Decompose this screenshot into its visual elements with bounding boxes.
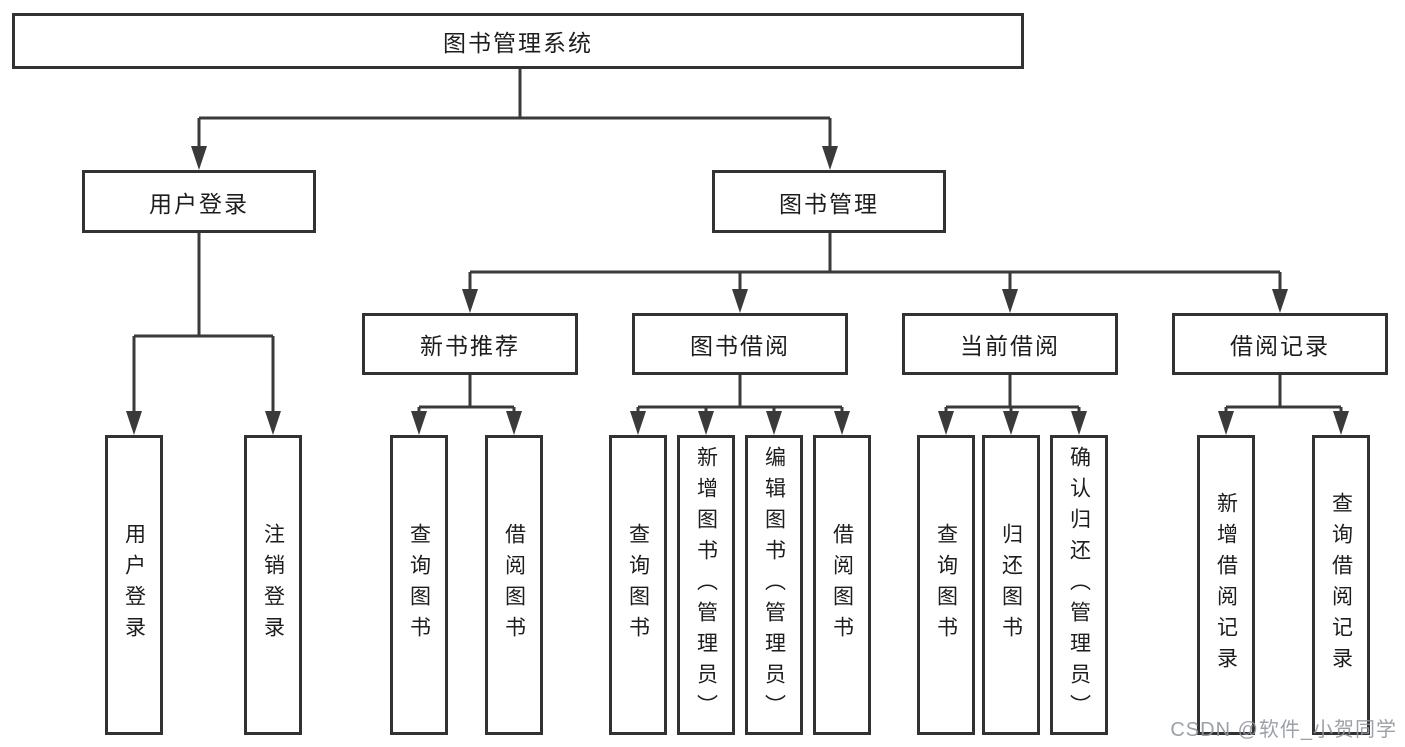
leaf-confirm-return-admin-label: 确认归还（管理员） [1067, 445, 1091, 725]
leaf-add-borrow-record-label: 新增借阅记录 [1214, 492, 1238, 678]
leaf-return-book: 归还图书 [982, 435, 1040, 735]
leaf-add-borrow-record: 新增借阅记录 [1197, 435, 1255, 735]
connector-user-login-to-leaves [126, 233, 281, 435]
leaf-edit-book-admin-label: 编辑图书（管理员） [762, 445, 786, 725]
node-user-login: 用户登录 [82, 170, 316, 233]
leaf-logout-label: 注销登录 [261, 523, 285, 647]
leaf-add-book-admin-label: 新增图书（管理员） [694, 445, 718, 725]
leaf-borrow-books: 借阅图书 [813, 435, 871, 735]
node-root-library-system: 图书管理系统 [12, 13, 1024, 69]
leaf-user-login-label: 用户登录 [122, 523, 146, 647]
leaf-query-books-current: 查询图书 [917, 435, 975, 735]
leaf-query-borrow-record-label: 查询借阅记录 [1329, 492, 1353, 678]
leaf-query-books-current-label: 查询图书 [934, 523, 958, 647]
leaf-borrow-books-recommend: 借阅图书 [485, 435, 543, 735]
connector-book-mgmt-to-level3 [462, 233, 1288, 313]
leaf-query-books-recommend: 查询图书 [390, 435, 448, 735]
leaf-edit-book-admin: 编辑图书（管理员） [745, 435, 803, 735]
node-current-borrowing: 当前借阅 [902, 313, 1118, 375]
connector-new-books-to-leaves [411, 375, 522, 435]
connector-book-borrow-to-leaves [630, 375, 850, 435]
leaf-user-login: 用户登录 [105, 435, 163, 735]
connector-current-borrow-to-leaves [938, 375, 1087, 435]
leaf-query-books-recommend-label: 查询图书 [407, 523, 431, 647]
leaf-query-books-borrow: 查询图书 [609, 435, 667, 735]
leaf-query-borrow-record: 查询借阅记录 [1312, 435, 1370, 735]
node-borrowing-records: 借阅记录 [1172, 313, 1388, 375]
leaf-return-book-label: 归还图书 [999, 523, 1023, 647]
node-book-management: 图书管理 [712, 170, 946, 233]
node-new-book-recommend: 新书推荐 [362, 313, 578, 375]
node-book-borrowing: 图书借阅 [632, 313, 848, 375]
connector-borrow-records-to-leaves [1218, 375, 1349, 435]
leaf-query-books-borrow-label: 查询图书 [626, 523, 650, 647]
leaf-borrow-books-recommend-label: 借阅图书 [502, 523, 526, 647]
leaf-confirm-return-admin: 确认归还（管理员） [1050, 435, 1108, 735]
connector-root-to-level2 [191, 69, 838, 170]
leaf-logout: 注销登录 [244, 435, 302, 735]
leaf-add-book-admin: 新增图书（管理员） [677, 435, 735, 735]
leaf-borrow-books-label: 借阅图书 [830, 523, 854, 647]
